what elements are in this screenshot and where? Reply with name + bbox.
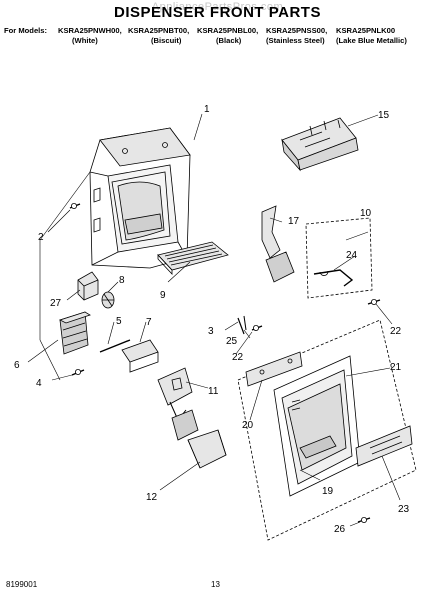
callout-26: 26	[334, 524, 346, 535]
plate-part-20	[245, 351, 303, 387]
rod-part-5	[99, 339, 131, 353]
model-number: KSRA25PNBL00,	[197, 26, 259, 35]
callout-25: 25	[226, 336, 238, 347]
model-finish: (Black)	[216, 36, 242, 45]
callout-6: 6	[14, 360, 20, 371]
callout-11: 11	[208, 386, 219, 397]
callout-12: 12	[146, 492, 158, 503]
chute-part-12	[187, 429, 227, 469]
model-number: KSRA25PNLK00	[336, 26, 396, 35]
callout-1: 1	[204, 104, 210, 115]
callout-labels: 1 2 3 4 5 6 7 8 9 10 11 12 15 17 19 20 2…	[14, 104, 410, 535]
screw-part-22	[367, 298, 381, 305]
model-number: KSRA25PNSS00,	[266, 26, 328, 35]
drip-tray-part-9	[157, 241, 229, 276]
module-part-6	[58, 311, 91, 355]
housing-part-1	[89, 127, 191, 269]
callout-8: 8	[119, 275, 125, 286]
model-finish: (White)	[72, 36, 98, 45]
callout-27: 27	[50, 298, 62, 309]
door-assembly-outline	[237, 319, 417, 541]
paddle-part-11	[157, 367, 199, 441]
model-finish: (Biscuit)	[151, 36, 182, 45]
leader-lines	[27, 113, 401, 527]
arm-part-17	[261, 205, 295, 283]
cover-part-27	[77, 271, 99, 301]
actuator-part-15	[281, 117, 359, 172]
callout-4: 4	[36, 378, 42, 389]
callout-15: 15	[378, 110, 390, 121]
front-frame-part-21	[273, 355, 361, 497]
callout-10: 10	[360, 208, 372, 219]
pin-part-3	[237, 315, 247, 335]
model-number: KSRA25PNWH00,	[58, 26, 122, 35]
model-finish: (Lake Blue Metallic)	[336, 36, 407, 45]
callout-20: 20	[242, 420, 254, 431]
document-number: 8199001	[6, 580, 38, 589]
callout-17: 17	[288, 216, 300, 227]
callout-22b: 22	[232, 352, 244, 363]
callout-7: 7	[146, 317, 152, 328]
page-title: DISPENSER FRONT PARTS	[114, 4, 321, 21]
screw-part-26	[357, 517, 371, 524]
callout-21: 21	[390, 362, 402, 373]
watermark: AppliancePartsPros.com	[151, 1, 284, 13]
models-prefix: For Models:	[4, 26, 48, 35]
screw-part-22	[251, 324, 263, 331]
model-number: KSRA25PNBT00,	[128, 26, 190, 35]
model-finish: (Stainless Steel)	[266, 36, 325, 45]
screw-part-2	[69, 202, 81, 209]
part-10-outline	[305, 217, 373, 299]
callout-24: 24	[346, 250, 358, 261]
screw-part-4	[71, 368, 85, 376]
callout-9: 9	[160, 290, 166, 301]
callout-19: 19	[322, 486, 334, 497]
bracket-part-7	[121, 339, 159, 373]
side-panel-part-23	[355, 425, 413, 467]
callout-3: 3	[208, 326, 214, 337]
callout-22: 22	[390, 326, 402, 337]
page-number: 13	[211, 580, 220, 589]
callout-23: 23	[398, 504, 410, 515]
callout-2: 2	[38, 232, 44, 243]
model-list: For Models: KSRA25PNWH00, KSRA25PNBT00, …	[4, 26, 431, 46]
callout-5: 5	[116, 316, 122, 327]
socket-part-8	[101, 291, 115, 309]
